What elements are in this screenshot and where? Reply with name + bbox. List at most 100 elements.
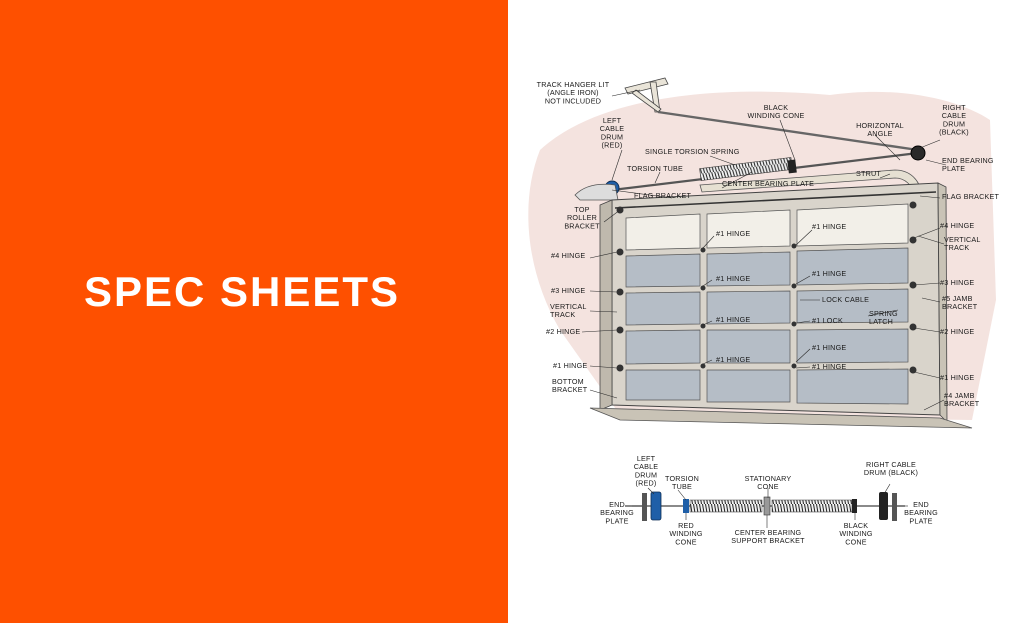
label-line: DRUM bbox=[943, 119, 965, 128]
label-line: (RED) bbox=[636, 479, 657, 488]
bottom-left-bearing-plate bbox=[642, 493, 647, 521]
label-line: ANGLE bbox=[867, 129, 892, 138]
label-line: RIGHT CABLE bbox=[866, 460, 916, 469]
label-line: TOP bbox=[574, 205, 589, 214]
label-line: #3 HINGE bbox=[940, 278, 974, 287]
label-line: #1 LOCK bbox=[812, 316, 843, 325]
label-line: CENTER BEARING bbox=[735, 528, 802, 537]
label-strut: STRUT bbox=[856, 169, 881, 178]
label-hinge1-top-b: #1 HINGE bbox=[812, 222, 846, 231]
label-line: TORSION TUBE bbox=[627, 164, 683, 173]
bottom-left-drum bbox=[650, 491, 662, 521]
label-line: BOTTOM bbox=[552, 377, 584, 386]
bottom-right-drum bbox=[879, 492, 888, 520]
label-hinge1-row4-a: #1 HINGE bbox=[716, 355, 750, 364]
label-line: (RED) bbox=[602, 141, 623, 150]
label-line: #3 HINGE bbox=[551, 286, 585, 295]
black-winding-cone-shape bbox=[787, 159, 797, 174]
label-flag-bracket-right: FLAG BRACKET bbox=[942, 192, 1000, 201]
label-line: DRUM bbox=[601, 132, 623, 141]
bottom-red-winding-cone bbox=[683, 499, 689, 513]
label-line: TRACK bbox=[550, 310, 575, 319]
leader-lines bbox=[581, 89, 947, 528]
label-line: #1 HINGE bbox=[553, 361, 587, 370]
bottom-spring-right bbox=[771, 499, 853, 513]
label-line: FLAG BRACKET bbox=[634, 191, 692, 200]
rollers bbox=[616, 201, 917, 374]
label-line: TRACK HANGER LIT bbox=[537, 80, 610, 89]
label-line: BRACKET bbox=[944, 399, 980, 408]
label-lock-cable: LOCK CABLE bbox=[822, 295, 869, 304]
label-hinge1-top-a: #1 HINGE bbox=[716, 229, 750, 238]
orange-panel: SPEC SHEETS bbox=[0, 0, 508, 623]
label-hinge1-row2-a: #1 HINGE bbox=[716, 274, 750, 283]
label-hinge3-left: #3 HINGE bbox=[551, 286, 585, 295]
label-line: (ANGLE IRON) bbox=[547, 88, 599, 97]
label-center-bearing-plate: CENTER BEARING PLATE bbox=[722, 179, 814, 188]
label-line: #2 HINGE bbox=[940, 327, 974, 336]
label-track-hanger: TRACK HANGER LIT(ANGLE IRON)NOT INCLUDED bbox=[537, 80, 610, 105]
label-hinge2-left: #2 HINGE bbox=[546, 327, 580, 336]
page-title: SPEC SHEETS bbox=[83, 268, 401, 315]
label-line: #4 HINGE bbox=[551, 251, 585, 260]
label-hinge1-row5: #1 HINGE bbox=[812, 362, 846, 371]
door-sections bbox=[625, 203, 909, 405]
label-line: CONE bbox=[675, 537, 697, 546]
label-line: PLATE bbox=[909, 516, 932, 525]
label-line: #1 HINGE bbox=[812, 222, 846, 231]
label-line: TUBE bbox=[672, 482, 692, 491]
label-line: LEFT bbox=[637, 454, 656, 463]
label-hinge1-right: #1 HINGE bbox=[940, 373, 974, 382]
label-line: VERTICAL bbox=[944, 235, 981, 244]
label-line: LEFT bbox=[603, 116, 622, 125]
label-line: #1 HINGE bbox=[716, 355, 750, 364]
label-line: #1 HINGE bbox=[940, 373, 974, 382]
label-hinge1-row3: #1 HINGE bbox=[716, 315, 750, 324]
label-line: CONE bbox=[757, 482, 779, 491]
label-line: RED bbox=[678, 521, 694, 530]
label-line: BRACKET bbox=[942, 302, 978, 311]
label-line: #2 HINGE bbox=[546, 327, 580, 336]
label-line: STRUT bbox=[856, 169, 881, 178]
label-hinge1-row4-b: #1 HINGE bbox=[812, 343, 846, 352]
label-line: END bbox=[609, 500, 625, 509]
label-line: DRUM (BLACK) bbox=[864, 468, 918, 477]
label-torsion-tube: TORSION TUBE bbox=[627, 164, 683, 173]
label-hinge4-right: #4 HINGE bbox=[940, 221, 974, 230]
label-single-torsion-spring: SINGLE TORSION SPRING bbox=[645, 147, 740, 156]
label-hinge3-right: #3 HINGE bbox=[940, 278, 974, 287]
label-line: STATIONARY bbox=[745, 474, 792, 483]
label-hinge4-left: #4 HINGE bbox=[551, 251, 585, 260]
bottom-right-bearing-plate bbox=[892, 493, 897, 521]
label-line: HORIZONTAL bbox=[856, 121, 904, 130]
label-line: #1 HINGE bbox=[812, 343, 846, 352]
label-line: VERTICAL bbox=[550, 302, 587, 311]
label-line: CENTER BEARING PLATE bbox=[722, 179, 814, 188]
label-line: WINDING bbox=[669, 529, 703, 538]
label-line: #1 HINGE bbox=[812, 269, 846, 278]
label-line: WINDING bbox=[839, 529, 873, 538]
label-line: #1 HINGE bbox=[812, 362, 846, 371]
left-horizontal-track bbox=[574, 183, 619, 201]
label-line: END bbox=[913, 500, 929, 509]
spring-assembly-detail bbox=[625, 491, 905, 521]
label-line: #5 JAMB bbox=[942, 294, 973, 303]
label-line: NOT INCLUDED bbox=[545, 96, 601, 105]
label-line: BLACK bbox=[844, 521, 869, 530]
label-flag-bracket-left: FLAG BRACKET bbox=[634, 191, 692, 200]
label-line: #1 HINGE bbox=[716, 274, 750, 283]
label-line: PLATE bbox=[605, 516, 628, 525]
